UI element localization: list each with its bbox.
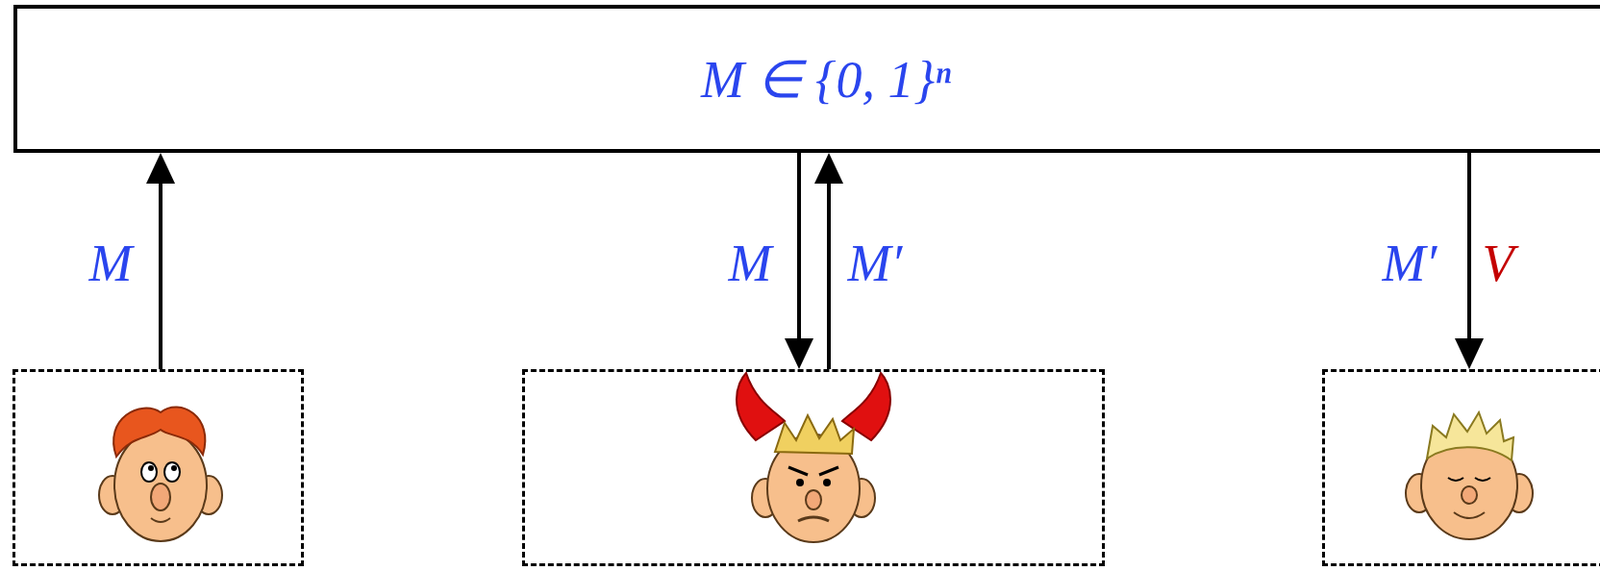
alice-face <box>99 406 223 542</box>
edge-label: M′ <box>1378 235 1442 292</box>
bob-face <box>1405 412 1533 540</box>
edge-label: M′ <box>844 235 907 292</box>
adversary-box <box>522 369 1105 567</box>
eve-face <box>736 373 891 543</box>
edge-label: M <box>85 235 137 292</box>
arrowhead <box>146 152 175 184</box>
arrow-shaft <box>826 181 831 370</box>
arrow <box>146 152 175 370</box>
arrow-shaft <box>797 152 801 341</box>
arrowhead <box>784 338 814 370</box>
arrow-shaft <box>1467 152 1472 341</box>
message-box: M ∈ {0, 1}ⁿ <box>13 4 1600 153</box>
arrowhead <box>814 152 844 184</box>
sender-box <box>12 369 304 567</box>
arrow-shaft <box>158 181 163 370</box>
arrowhead <box>1454 338 1484 370</box>
receiver-box <box>1322 369 1600 567</box>
variable-label: V <box>1478 235 1519 292</box>
arrow <box>784 152 814 370</box>
arrow <box>814 152 844 370</box>
node-text: M ∈ {0, 1}ⁿ <box>700 49 951 110</box>
edge-label: M <box>725 235 776 292</box>
